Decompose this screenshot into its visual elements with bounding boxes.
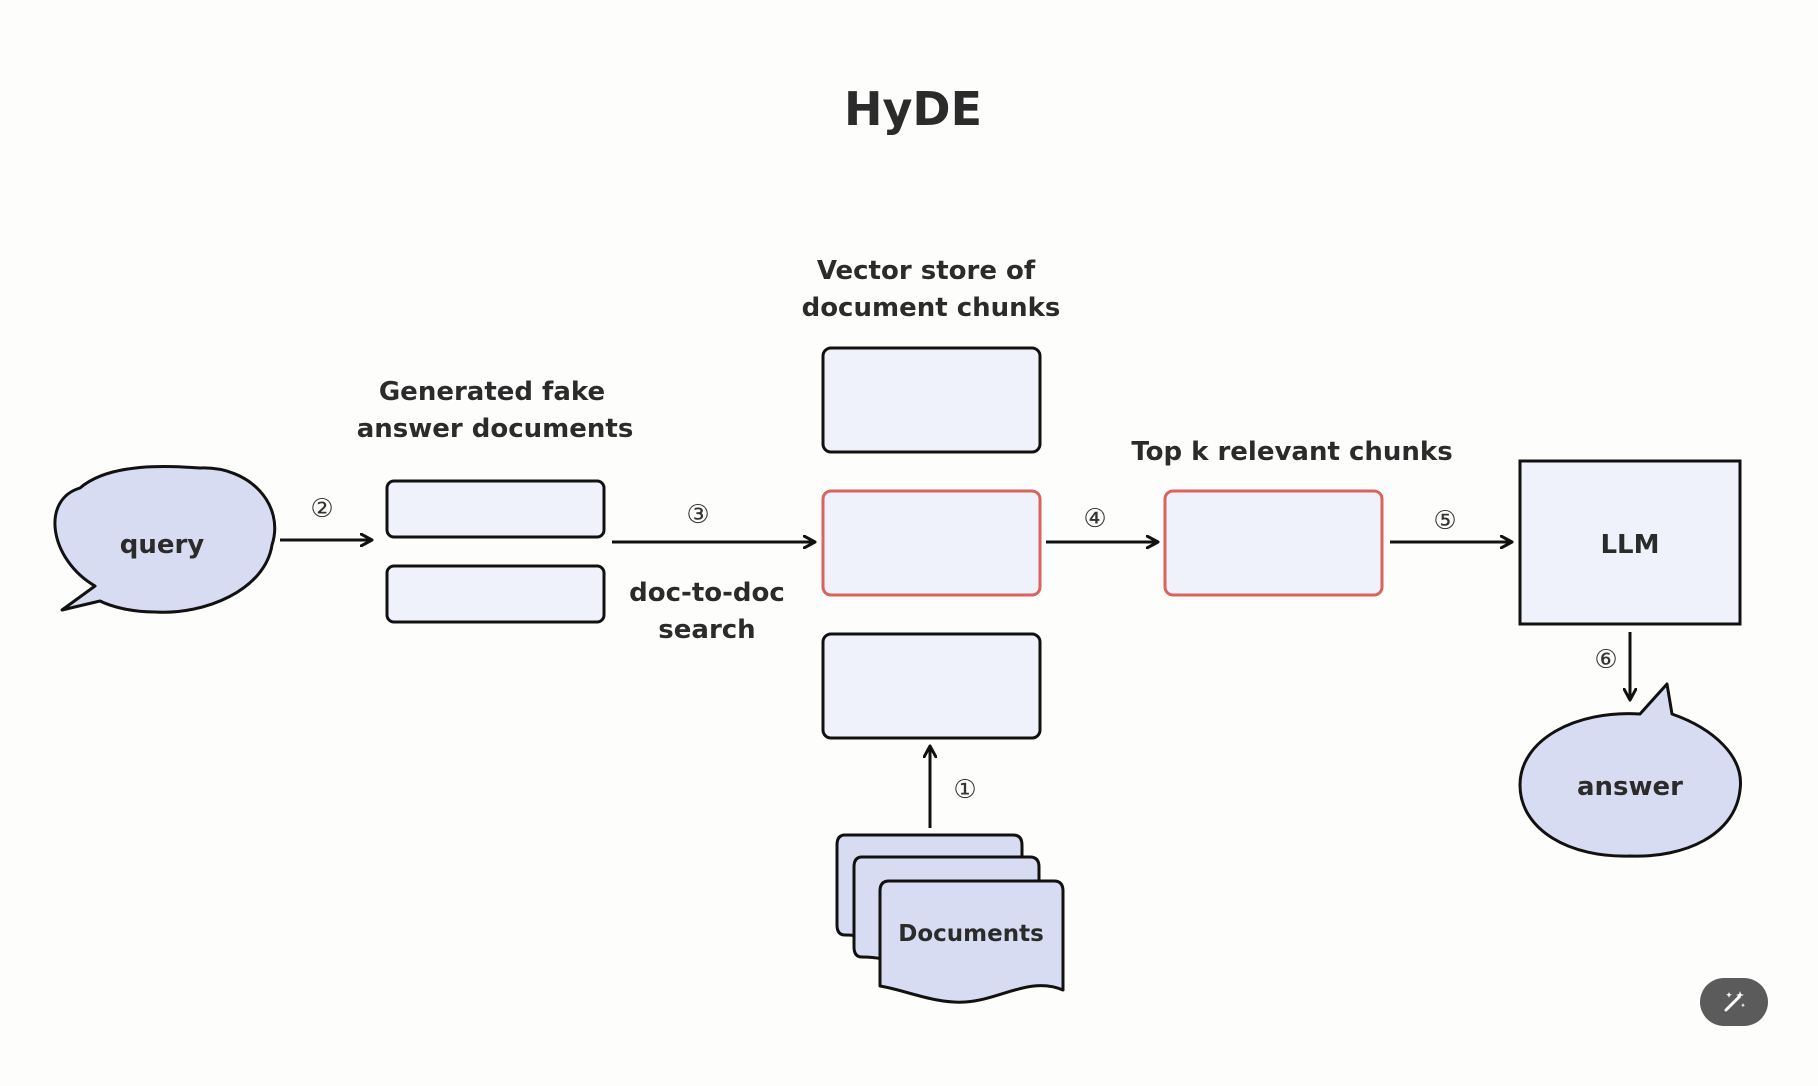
step-2-marker: ② (310, 494, 333, 524)
generated-docs-label-line2: answer documents (357, 414, 634, 444)
topk-chunk-box (1163, 489, 1384, 597)
vector-store-label-line2: document chunks (802, 293, 1061, 323)
fake-doc-box-1 (385, 479, 606, 539)
vector-chunk-box-3 (821, 632, 1042, 740)
documents-label: Documents (898, 921, 1044, 947)
llm-box (1518, 459, 1742, 626)
llm-label: LLM (1600, 530, 1659, 560)
query-bubble: query (53, 465, 277, 614)
query-label: query (120, 530, 205, 560)
magic-edit-button[interactable] (1700, 978, 1768, 1026)
step-4-marker: ④ (1083, 504, 1106, 534)
vector-chunk-box-highlighted (821, 489, 1042, 597)
step-3-marker: ③ (686, 500, 709, 530)
answer-label: answer (1577, 772, 1683, 802)
generated-docs-label-line1: Generated fake (379, 377, 605, 407)
vector-chunk-box-1 (821, 346, 1042, 454)
answer-bubble: answer (1518, 682, 1742, 858)
step-1-marker: ① (953, 775, 976, 805)
topk-label: Top k relevant chunks (1131, 437, 1452, 467)
search-label-line2: search (658, 615, 755, 645)
magic-wand-icon (1724, 991, 1745, 1012)
vector-store-label-line1: Vector store of (817, 256, 1036, 286)
step-6-marker: ⑥ (1594, 645, 1617, 675)
fake-doc-box-2 (385, 564, 606, 624)
page-title: HyDE (844, 82, 982, 136)
step-5-marker: ⑤ (1433, 506, 1456, 536)
search-label-line1: doc-to-doc (629, 578, 785, 608)
documents-stack: Documents (835, 833, 1065, 1004)
